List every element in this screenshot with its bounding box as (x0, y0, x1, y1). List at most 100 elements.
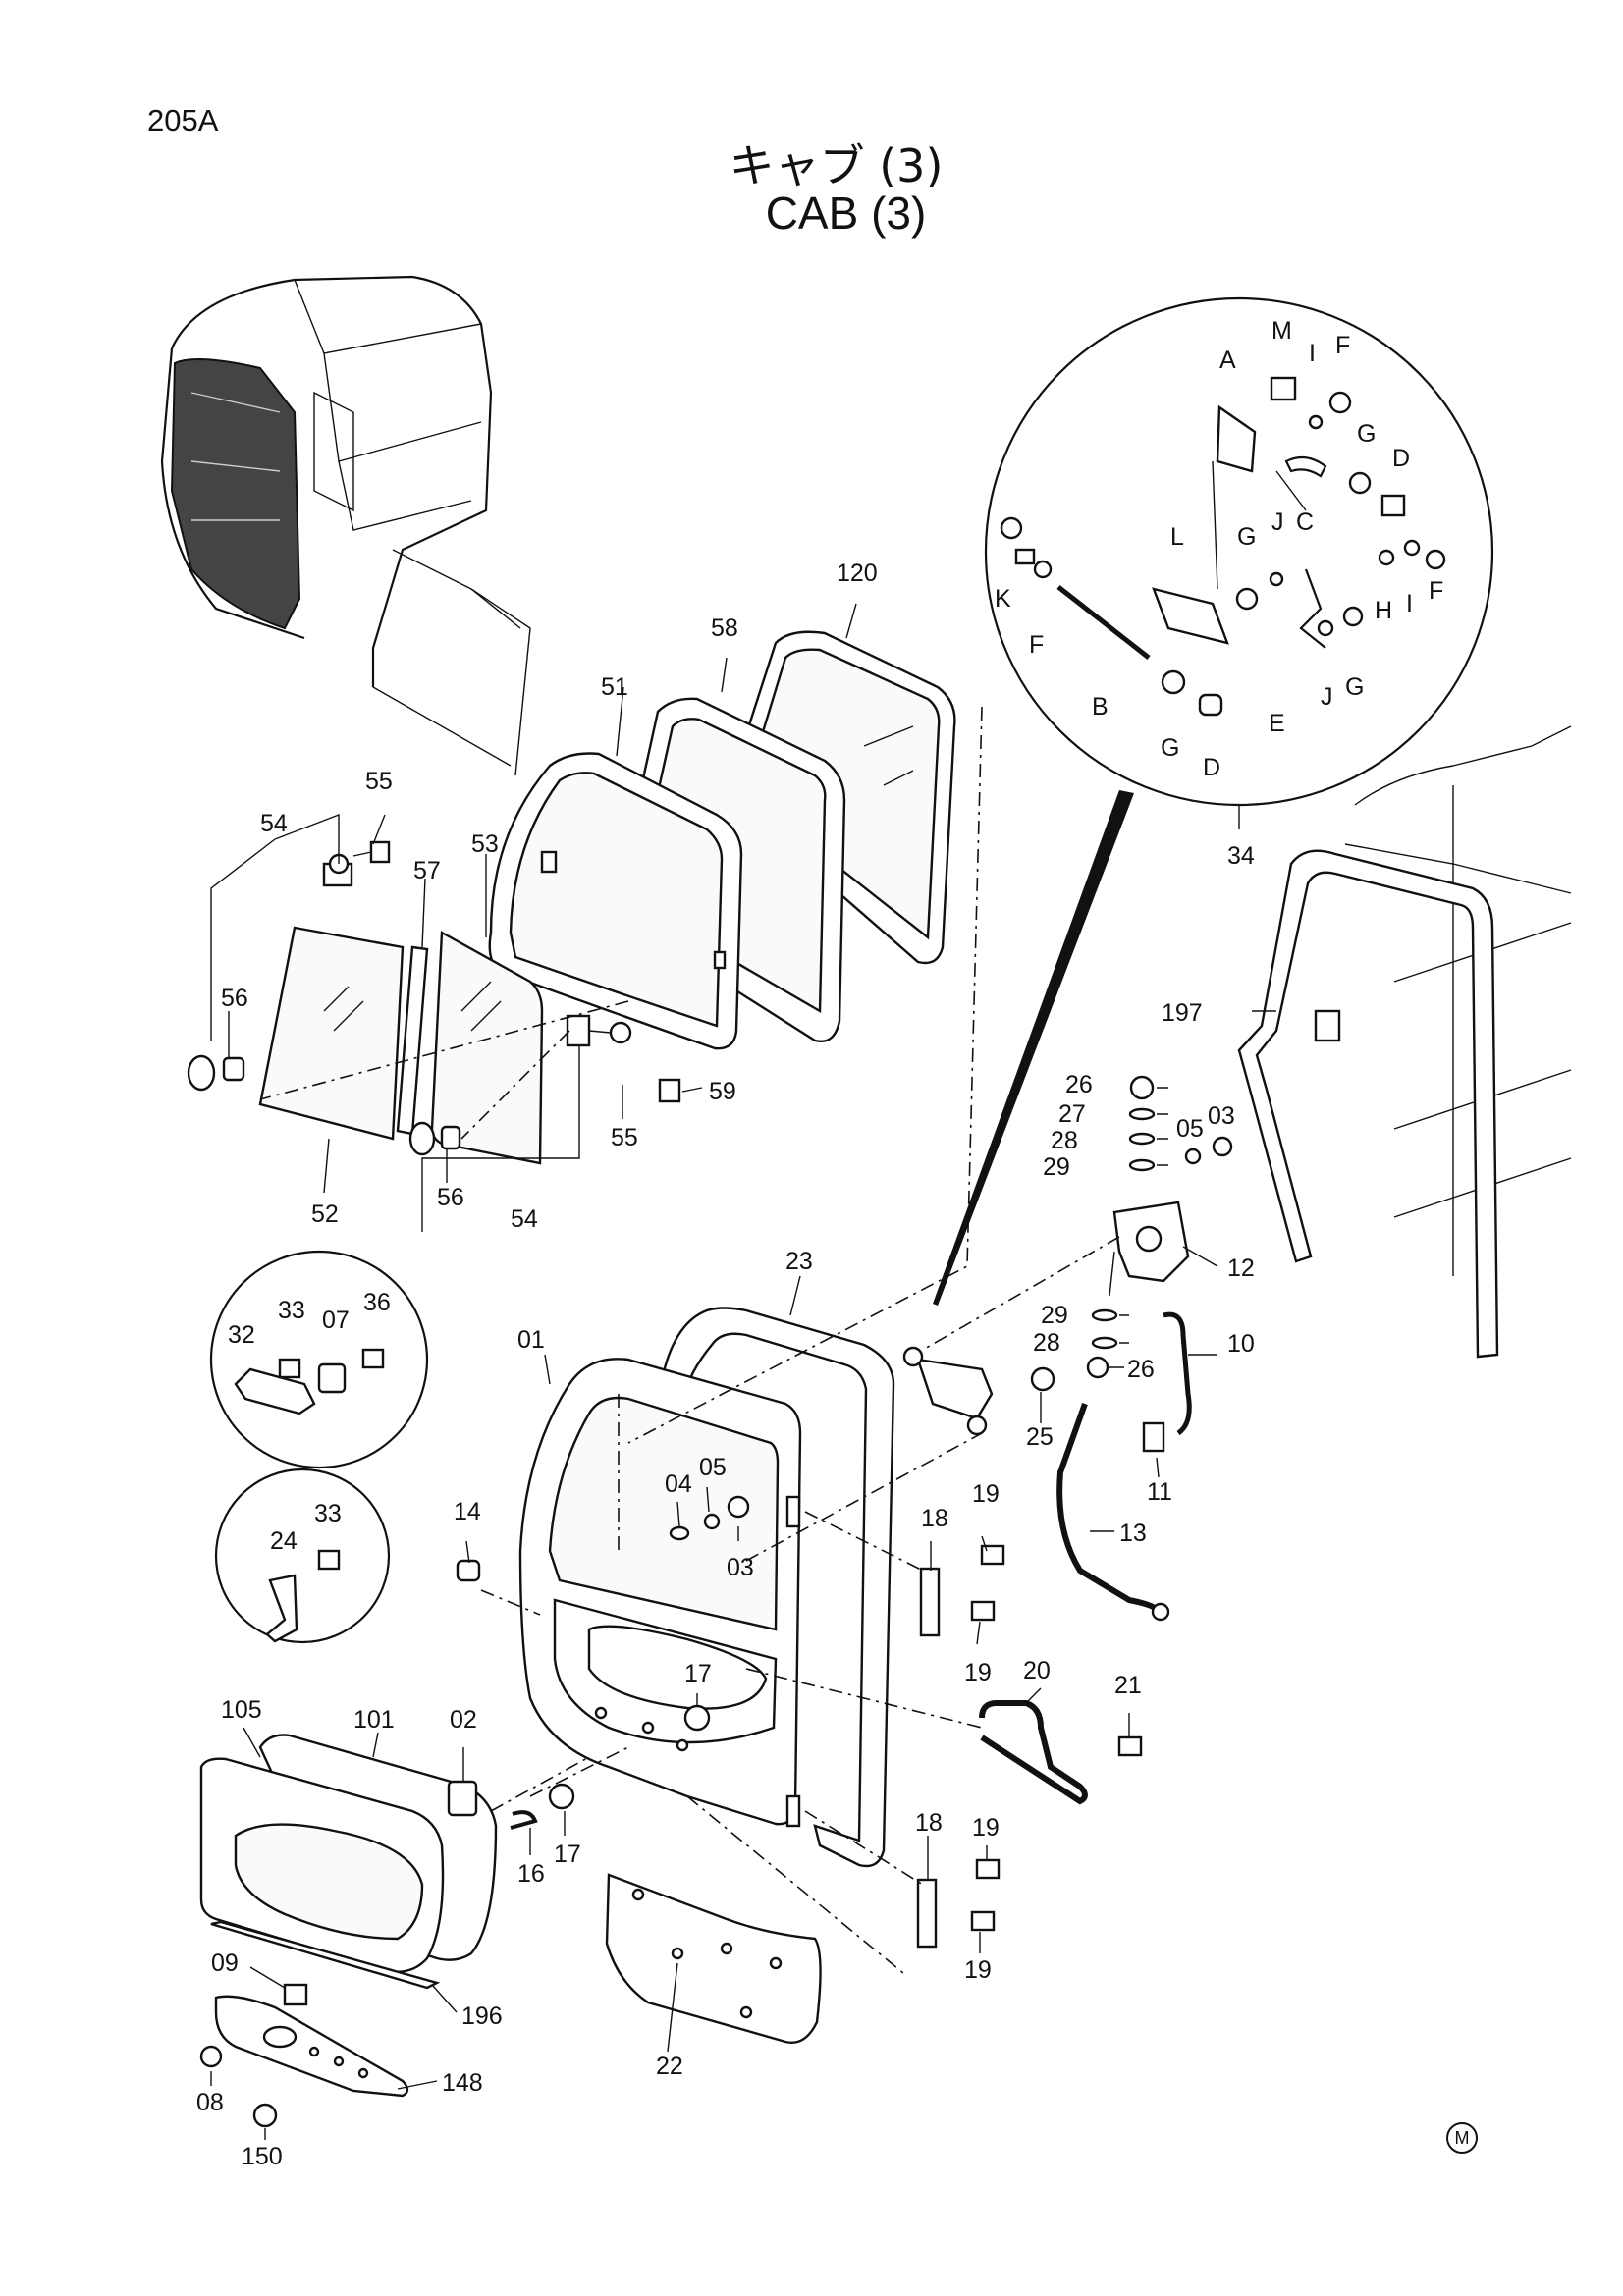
callout-54-upper: 54 (260, 810, 288, 837)
callout-C: C (1296, 508, 1314, 536)
leader-lines (210, 603, 1276, 2140)
callout-29-lower: 29 (1041, 1302, 1068, 1329)
callout-10: 10 (1227, 1330, 1255, 1358)
hinge-18-upper (919, 1544, 1005, 1637)
callout-54-lower: 54 (511, 1205, 538, 1233)
callout-21: 21 (1114, 1672, 1142, 1699)
callout-16: 16 (517, 1860, 545, 1888)
handle-20 (979, 1700, 1143, 1805)
callout-58: 58 (711, 614, 738, 642)
callout-56-left: 56 (221, 985, 248, 1012)
callout-labels: 120 58 51 53 57 54 55 56 52 56 54 55 59 … (196, 317, 1443, 2170)
callout-150: 150 (242, 2143, 283, 2170)
callout-105: 105 (221, 1696, 262, 1724)
callout-05-right: 05 (1176, 1115, 1204, 1143)
callout-33-lower: 33 (314, 1500, 342, 1527)
callout-I-upper: I (1309, 340, 1316, 367)
trim-panel-22 (605, 1873, 822, 2044)
detail-circle-34 (984, 296, 1494, 807)
rod-10 (1163, 1311, 1192, 1436)
door-lock-12 (1109, 1201, 1190, 1297)
callout-19-lower-a: 19 (972, 1814, 1000, 1842)
callout-K: K (995, 585, 1011, 613)
cab-overview-illustration (160, 275, 531, 776)
callout-55-lower: 55 (611, 1124, 638, 1151)
callout-22: 22 (656, 2053, 683, 2080)
callout-36: 36 (363, 1289, 391, 1316)
callout-F-upper: F (1335, 332, 1350, 359)
callout-51: 51 (601, 673, 628, 701)
callout-26-lower: 26 (1127, 1356, 1155, 1383)
callout-24: 24 (270, 1527, 298, 1555)
callout-19-upper-a: 19 (972, 1480, 1000, 1508)
window-frame-51 (488, 752, 743, 1050)
door-small-parts (456, 1495, 750, 1810)
callout-D-lower: D (1203, 754, 1220, 781)
callout-02: 02 (450, 1706, 477, 1734)
callout-120: 120 (837, 560, 878, 587)
callout-196: 196 (461, 2002, 503, 2030)
callout-13: 13 (1119, 1520, 1147, 1547)
callout-G-lower: G (1161, 734, 1179, 762)
callout-G-mid: G (1237, 523, 1256, 551)
callout-101: 101 (353, 1706, 395, 1734)
callout-E: E (1269, 710, 1285, 737)
callout-F-left: F (1029, 631, 1044, 659)
door-01 (518, 1358, 802, 1828)
callout-19-lower-b: 19 (964, 1956, 992, 1984)
washers-stack-upper (1128, 1075, 1233, 1172)
cab-body-illustration (1344, 725, 1572, 1276)
manufacturer-mark: M (1446, 2122, 1478, 2154)
title-english: CAB (3) (765, 187, 927, 239)
callout-17-lower: 17 (554, 1841, 581, 1868)
callout-A: A (1219, 347, 1236, 374)
detail-circle-handle (209, 1250, 429, 1469)
callout-I-right: I (1406, 590, 1413, 617)
callout-09: 09 (211, 1949, 239, 1977)
callout-08: 08 (196, 2089, 224, 2116)
callout-H: H (1375, 597, 1392, 624)
callout-03-door: 03 (727, 1554, 754, 1581)
callout-197: 197 (1162, 999, 1203, 1027)
callout-20: 20 (1023, 1657, 1051, 1684)
cap-56 (187, 1054, 461, 1156)
callout-G-upper: G (1357, 420, 1376, 448)
glass-panel-52 (258, 926, 405, 1141)
striker-bracket (902, 1346, 1055, 1436)
callout-26-upper: 26 (1065, 1071, 1093, 1098)
callout-12: 12 (1227, 1255, 1255, 1282)
title-japanese: キャブ (3) (729, 139, 944, 192)
detail-pointer-34 (933, 790, 1134, 1306)
pin-16 (510, 1810, 538, 1830)
callout-33-upper: 33 (278, 1297, 305, 1324)
callout-57: 57 (413, 857, 441, 884)
exploded-dash-lines (259, 706, 1120, 1974)
callout-M: M (1271, 317, 1292, 345)
window-105 (199, 1757, 445, 1973)
washers-stack-lower (1086, 1308, 1118, 1379)
door-seal-23 (656, 1307, 895, 1868)
catch-assembly-lower (566, 1014, 632, 1047)
callout-L: L (1170, 523, 1184, 551)
stopper-59 (658, 1078, 681, 1103)
callout-55-upper: 55 (365, 768, 393, 795)
clip-02 (447, 1780, 478, 1817)
cable-13 (1056, 1402, 1170, 1622)
clip-11 (1142, 1421, 1165, 1453)
callout-17-door: 17 (684, 1660, 712, 1687)
callout-B: B (1092, 693, 1109, 721)
callout-53: 53 (471, 830, 499, 858)
page-number: 205A (147, 103, 219, 137)
callout-04: 04 (665, 1470, 692, 1498)
frame-seal-197 (1237, 849, 1499, 1359)
callout-19-upper-b: 19 (964, 1659, 992, 1686)
clips-08-09-150 (199, 1983, 308, 2128)
callout-03-right: 03 (1208, 1102, 1235, 1130)
catch-assembly-upper (322, 840, 391, 887)
callout-D-upper: D (1392, 445, 1410, 472)
callout-F-right: F (1429, 577, 1443, 605)
callout-J-upper: J (1271, 508, 1284, 536)
strip-196 (210, 1920, 441, 1990)
hinge-18-lower (916, 1858, 1001, 1949)
